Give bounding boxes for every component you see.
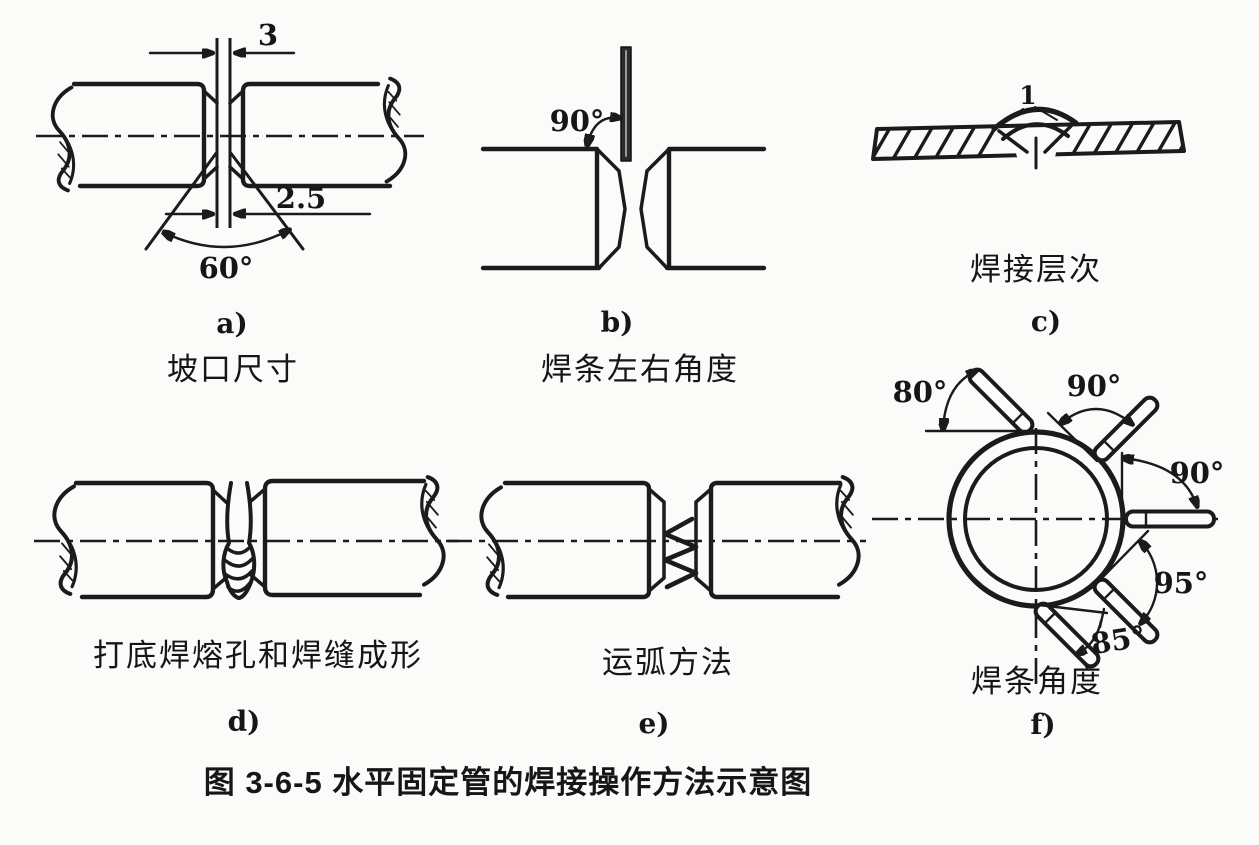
panel-d-drawing [34,477,458,600]
electrode-top [967,367,1035,435]
figure-caption: 图 3-6-5 水平固定管的焊接操作方法示意图 [204,765,813,800]
angle-bottom-right-value: 95° [1154,566,1209,600]
angle-top-left-value: 80° [893,375,948,409]
dim-angle-value: 90° [550,104,605,138]
dim-gap-value: 3 [258,18,278,52]
panel-b-drawing: 90° [480,46,767,271]
dim-root-value: 2.5 [276,181,326,215]
panel-d-caption: 打底焊熔孔和焊缝成形 [93,638,423,673]
panel-d-label: d) [228,705,261,738]
angle-bottom-value: 85° [1088,619,1148,661]
panel-e-drawing [446,477,866,600]
layer-number: 1 [1019,81,1036,110]
panel-a-drawing: 3 2.5 60° [36,18,424,285]
panel-f-caption: 焊条角度 [971,664,1103,699]
pipe-break-symbol [422,477,444,585]
angle-top-right-value: 90° [1067,369,1122,403]
pipe-break-symbol [382,76,408,184]
weave-pattern [662,516,699,590]
panel-a-caption: 坡口尺寸 [167,352,299,387]
dim-angle-value: 60° [199,251,254,285]
panel-f-drawing: 80° 90° 90° 95° 85° [872,367,1224,688]
panel-c-label: c) [1031,305,1061,338]
panel-c-drawing: 1 [871,81,1186,170]
panel-a-label: a) [216,307,247,340]
panel-b-caption: 焊条左右角度 [541,352,739,387]
electrode-top-right [1092,395,1160,463]
panel-b-label: b) [601,306,634,339]
panel-e-label: e) [638,707,669,740]
panel-f-label: f) [1030,708,1055,741]
panel-c-caption: 焊接层次 [970,252,1102,287]
pipe-break-symbol [50,85,76,193]
electrode-right [1124,509,1216,529]
panel-e-caption: 运弧方法 [602,645,734,680]
pipe-break-symbol [837,477,859,585]
angle-right-value: 90° [1170,456,1225,490]
